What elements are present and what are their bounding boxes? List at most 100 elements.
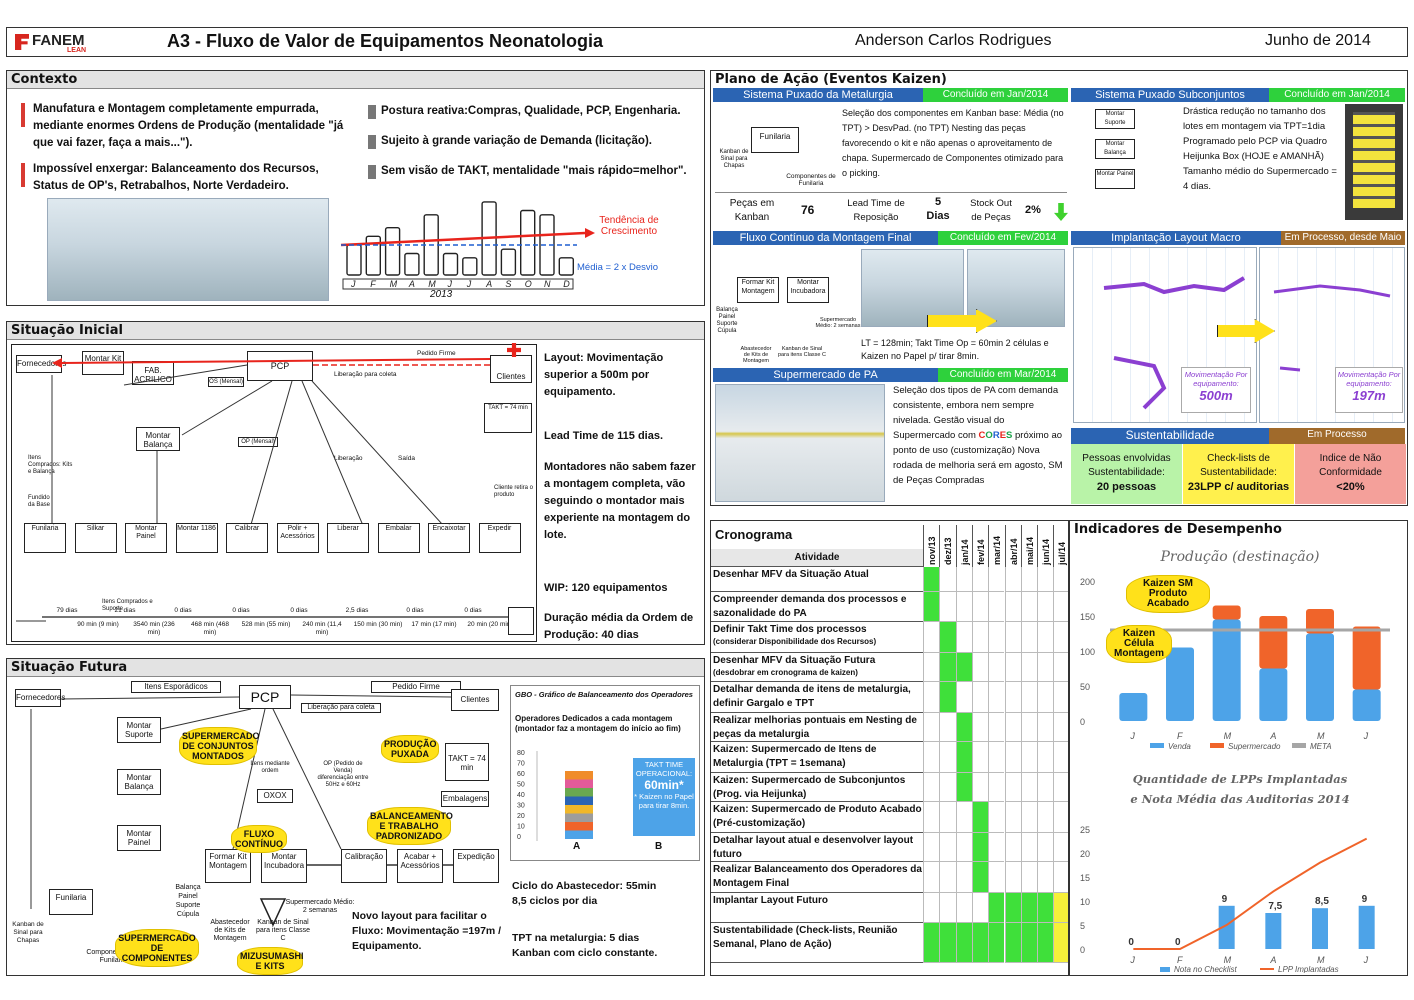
cronograma-row: Definir Takt Time dos processos(consider… bbox=[711, 622, 923, 653]
gantt-cell bbox=[955, 622, 972, 653]
y-tick: 0 bbox=[1080, 945, 1085, 955]
fluxo-supermercado: Supermercado Médio: 2 semanas bbox=[815, 317, 861, 329]
pa-title: Supermercado de PA bbox=[713, 368, 938, 382]
month-label: jan/14 bbox=[959, 539, 970, 565]
layout-title: Implantação Layout Macro bbox=[1071, 231, 1281, 245]
demand-bar bbox=[346, 244, 362, 276]
bar-nota bbox=[1358, 905, 1375, 949]
gantt-cell bbox=[988, 923, 1005, 963]
activity-label: Kaizen: Supermercado de Itens de Metalur… bbox=[713, 744, 877, 769]
gantt-cell bbox=[1053, 653, 1068, 682]
gantt-cell bbox=[988, 742, 1005, 773]
category-label: A bbox=[1269, 955, 1276, 965]
process-step: Funilaria bbox=[24, 523, 66, 553]
demand-bar bbox=[442, 252, 459, 276]
bar-supermercado bbox=[1306, 609, 1334, 634]
month-label: M bbox=[428, 279, 436, 289]
y-tick: 5 bbox=[1080, 921, 1085, 931]
cronograma-row: Desenhar MFV da Situação Atual bbox=[711, 567, 923, 592]
gantt-cell bbox=[939, 622, 956, 653]
box-expedicao: Expedição bbox=[453, 849, 499, 883]
layout-before-path bbox=[1103, 276, 1246, 410]
gantt-cell bbox=[1004, 713, 1021, 742]
sust-cell: Indice de Não Conformidade<20% bbox=[1295, 444, 1406, 504]
legend-swatch bbox=[1210, 743, 1224, 748]
kpi-pecas-value: 76 bbox=[801, 203, 815, 217]
sub-suporte: Montar Suporte bbox=[1095, 109, 1135, 129]
activity-label: Detalhar demanda de itens de metalurgia,… bbox=[713, 684, 911, 709]
box-acabar: Acabar + Acessórios bbox=[397, 849, 443, 883]
metalurgia-title: Sistema Puxado da Metalurgia bbox=[713, 88, 923, 102]
bar-venda bbox=[1166, 647, 1194, 721]
cronograma-month: jul/14 bbox=[1053, 525, 1068, 567]
demand-bar bbox=[404, 252, 420, 276]
activity-label: Desenhar MFV da Situação Atual bbox=[713, 569, 869, 580]
contexto-bullet: Postura reativa:Compras, Qualidade, PCP,… bbox=[368, 103, 699, 120]
gantt-cell bbox=[988, 773, 1005, 802]
ci-note-wip: WIP: 120 equipamentos bbox=[544, 582, 668, 594]
balanca-painel: Balança Painel Suporte Cúpula bbox=[175, 884, 201, 918]
sust-cell: Pessoas envolvidas Sustentabilidade:20 p… bbox=[1071, 444, 1182, 504]
gbo-segment bbox=[565, 779, 593, 788]
timeline-days: 21 dias bbox=[114, 607, 136, 614]
pa-text: Seleção dos tipos de PA com demanda cons… bbox=[893, 383, 1068, 488]
process-step: Polir + Acessórios bbox=[276, 523, 319, 553]
cliente-retira: Cliente retira o produto bbox=[494, 485, 534, 498]
gantt-cell bbox=[1037, 742, 1054, 773]
contexto-bullet: Sem visão de TAKT, mentalidade "mais ráp… bbox=[368, 163, 699, 180]
box-itens-esporadicos: Itens Esporádicos bbox=[131, 681, 221, 693]
pa-text-1: Seleção dos tipos de PA com demanda cons… bbox=[893, 385, 1059, 441]
timeline-days: 2,5 dias bbox=[345, 607, 369, 614]
contexto-bullet: Manufatura e Montagem completamente empu… bbox=[21, 101, 346, 152]
subconjuntos-status: Concluído em Jan/2014 bbox=[1269, 88, 1405, 102]
month-label: jun/14 bbox=[1041, 538, 1052, 565]
gantt-cell bbox=[923, 802, 940, 833]
gantt-cell bbox=[939, 802, 956, 833]
bar-supermercado bbox=[1212, 605, 1241, 620]
gantt-cell bbox=[1020, 653, 1038, 682]
process-step: Calibrar bbox=[226, 523, 268, 553]
ci-note-layout: Layout: Movimentação superior a 500m por… bbox=[544, 352, 664, 398]
gantt-cell bbox=[988, 592, 1005, 622]
month-label: fev/14 bbox=[975, 539, 986, 565]
gantt-cell bbox=[1004, 773, 1021, 802]
box-takt-f: TAKT = 74 min bbox=[445, 743, 489, 781]
gantt-cell bbox=[955, 653, 972, 682]
timeline-minutes: 150 min (30 min) bbox=[353, 621, 403, 628]
gantt-cell bbox=[955, 802, 972, 833]
mov-label-before: Movimentação Por equipamento: bbox=[1184, 370, 1248, 388]
timeline-minutes: 17 min (17 min) bbox=[411, 621, 457, 628]
month-label: dez/13 bbox=[943, 537, 954, 565]
gantt-cell bbox=[971, 713, 989, 742]
box-montar-balanca: Montar Balança bbox=[136, 427, 180, 451]
gantt-cell bbox=[1004, 862, 1021, 893]
fluxo-status: Concluído em Fev/2014 bbox=[938, 231, 1068, 245]
gantt-cell bbox=[955, 833, 972, 862]
fluxo-montar-incubadora: Montar Incubadora bbox=[787, 277, 829, 303]
gantt-cell bbox=[988, 833, 1005, 862]
y-tick: 100 bbox=[1080, 647, 1095, 657]
box-montar-incubadora: Montar Incubadora bbox=[261, 849, 307, 883]
box-calibracao: Calibração bbox=[341, 849, 387, 883]
activity-label: Detalhar layout atual e desenvolver layo… bbox=[713, 835, 914, 860]
activity-label: Kaizen: Supermercado de Subconjuntos (Pr… bbox=[713, 775, 906, 800]
gantt-cell bbox=[988, 622, 1005, 653]
media-label: Média = 2 x Desvio bbox=[577, 262, 659, 273]
kpi-leadtime-value: 5 Dias bbox=[926, 196, 950, 222]
legend-label: LPP Implantadas bbox=[1278, 965, 1339, 973]
gbo-cat-a: A bbox=[573, 841, 581, 852]
demand-bar bbox=[462, 257, 478, 276]
sf-note-tpt: TPT na metalurgia: 5 dias Kanban com cic… bbox=[512, 932, 658, 959]
gantt-cell bbox=[1004, 622, 1021, 653]
gantt-cell bbox=[1020, 622, 1038, 653]
kpi-leadtime-label: Lead Time de Reposição bbox=[847, 198, 905, 223]
kpi-stockout-label: Stock Out de Peças bbox=[970, 198, 1012, 223]
gantt-cell bbox=[923, 682, 940, 713]
ci-note-duracao: Duração média da Ordem de Produção: 40 d… bbox=[544, 612, 694, 641]
takt-note: * Kaizen no Papel para tirar 8min. bbox=[634, 792, 694, 810]
process-step: Encaixotar bbox=[428, 523, 470, 553]
timeline-minutes: 20 min (20 min) bbox=[467, 621, 513, 628]
gantt-cell bbox=[1020, 713, 1038, 742]
cronograma-row: Sustentabilidade (Check-lists, Reunião S… bbox=[711, 923, 923, 963]
gbo-subtitle: Operadores Dedicados a cada montagem (mo… bbox=[515, 714, 681, 733]
